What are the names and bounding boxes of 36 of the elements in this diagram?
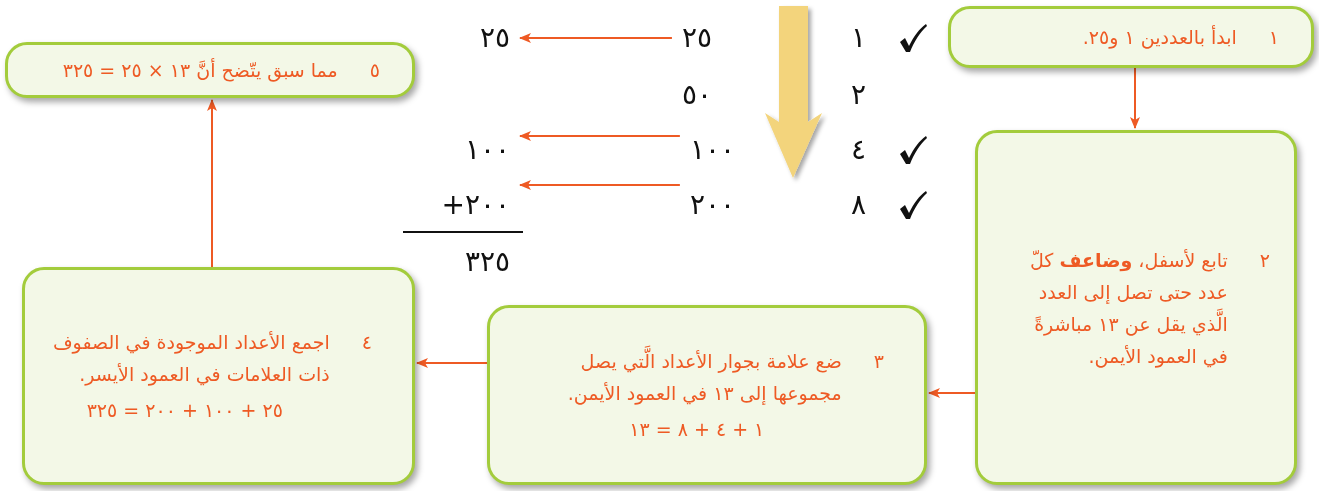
step-box bbox=[22, 267, 415, 485]
arrow bbox=[519, 33, 673, 43]
number-text: ٢٥ bbox=[681, 20, 712, 56]
arrow bbox=[416, 358, 488, 368]
number-text: ١٠٠ bbox=[464, 132, 510, 168]
step-text: تابع لأسفل، وضاعف كلّ عدد حتى تصل إلى العدد الَّذي يقل عن ١٣ مباشرةً في العمود الأيمن. bbox=[1028, 247, 1228, 370]
number-text: ٣٢٥ bbox=[464, 244, 510, 280]
step-number: ٣ bbox=[873, 349, 884, 374]
number-text: ٨ bbox=[850, 187, 866, 223]
number-text: ١٠٠ bbox=[689, 132, 735, 168]
step-number: ٢ bbox=[1259, 247, 1270, 273]
step-text: مما سبق يتّضح أنَّ ١٣ × ٢٥ = ٣٢٥ bbox=[62, 57, 338, 84]
step-box bbox=[948, 6, 1314, 68]
step-box bbox=[5, 42, 415, 98]
equation-text: ١ + ٤ + ٨ = ١٣ bbox=[628, 417, 766, 442]
step-box bbox=[975, 130, 1297, 485]
number-text: ٢ bbox=[850, 77, 866, 113]
step-box bbox=[487, 305, 927, 485]
number-text: ٢٠٠ bbox=[689, 187, 735, 223]
step-text: ابدأ بالعددين ١ و٢٥. bbox=[1082, 24, 1237, 51]
number-text: ٥٠ bbox=[681, 77, 712, 113]
arrow bbox=[519, 180, 681, 190]
step-text: اجمع الأعداد الموجودة في الصفوف ذات العلامات في العمود الأيسر. bbox=[51, 330, 330, 388]
number-text: ٢٥ bbox=[479, 20, 510, 56]
step-number: ٤ bbox=[361, 330, 372, 355]
arrow bbox=[928, 388, 976, 398]
step-text: ضع علامة بجوار الأعداد الَّتي يصل مجموعها إلى ١٣ في العمود الأيمن. bbox=[551, 345, 842, 409]
arrow bbox=[1130, 67, 1140, 129]
number-text: ١ bbox=[850, 20, 866, 56]
arrow bbox=[207, 99, 217, 268]
number-text: ٢٠٠+ bbox=[441, 187, 510, 223]
number-text: ٤ bbox=[850, 132, 866, 168]
step-number: ١ bbox=[1268, 25, 1279, 50]
step-number: ٥ bbox=[369, 58, 380, 83]
equation-text: ٢٥ + ١٠٠ + ٢٠٠ = ٣٢٥ bbox=[85, 398, 284, 423]
arrow bbox=[519, 131, 681, 141]
